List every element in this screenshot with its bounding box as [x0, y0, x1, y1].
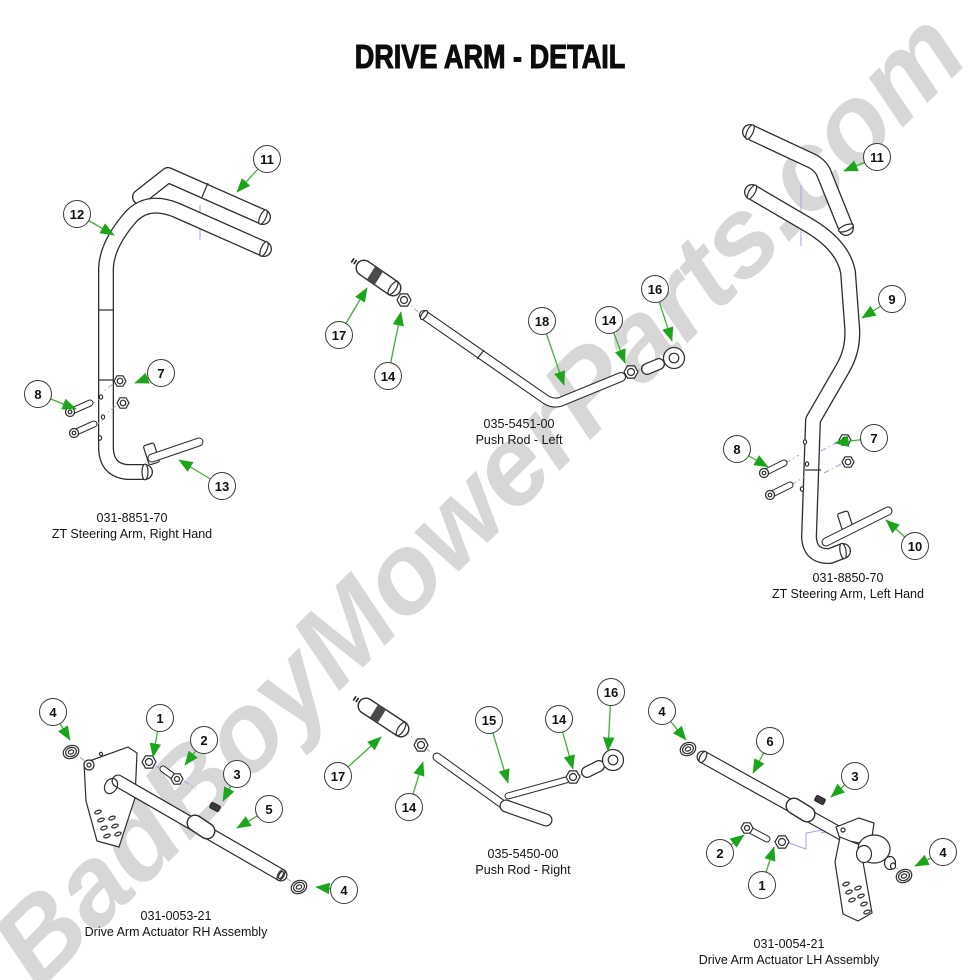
- callout-balloon-4: 4: [330, 876, 358, 904]
- callout-balloon-6: 6: [756, 727, 784, 755]
- callout-balloon-11: 11: [253, 145, 281, 173]
- callout-balloon-2: 2: [706, 839, 734, 867]
- callout-balloon-8: 8: [723, 435, 751, 463]
- callout-balloon-2: 2: [190, 726, 218, 754]
- callout-balloon-16: 16: [641, 275, 669, 303]
- part-number: 031-8851-70: [96, 511, 168, 525]
- part-label-push-rod-left: 035-5451-00 Push Rod - Left: [399, 416, 639, 448]
- callout-balloon-3: 3: [841, 762, 869, 790]
- callout-balloon-1: 1: [748, 871, 776, 899]
- zt-steering-arm-left-drawing: [742, 124, 893, 565]
- callout-balloon-14: 14: [395, 793, 423, 821]
- zt-steering-arm-right-drawing: [64, 167, 272, 481]
- part-number: 035-5450-00: [487, 847, 559, 861]
- callout-balloon-15: 15: [475, 706, 503, 734]
- drive-arm-actuator-rh-drawing: [62, 744, 308, 895]
- part-name: Drive Arm Actuator RH Assembly: [84, 925, 268, 939]
- callout-balloon-12: 12: [63, 200, 91, 228]
- part-label-steering-arm-rh: 031-8851-70 ZT Steering Arm, Right Hand: [12, 510, 252, 542]
- callout-balloon-14: 14: [374, 362, 402, 390]
- part-name: Push Rod - Right: [475, 863, 571, 877]
- callout-balloon-4: 4: [648, 697, 676, 725]
- part-name: ZT Steering Arm, Left Hand: [772, 587, 924, 601]
- part-name: Drive Arm Actuator LH Assembly: [698, 953, 880, 967]
- callout-balloon-17: 17: [324, 762, 352, 790]
- callout-balloon-5: 5: [255, 795, 283, 823]
- callout-balloon-13: 13: [208, 472, 236, 500]
- part-name: ZT Steering Arm, Right Hand: [51, 527, 213, 541]
- callout-balloon-14: 14: [545, 705, 573, 733]
- callout-balloon-7: 7: [860, 424, 888, 452]
- callout-balloon-10: 10: [901, 532, 929, 560]
- part-label-actuator-rh: 031-0053-21 Drive Arm Actuator RH Assemb…: [56, 908, 296, 940]
- part-label-push-rod-right: 035-5450-00 Push Rod - Right: [403, 846, 643, 878]
- part-number: 031-0054-21: [753, 937, 825, 951]
- callout-balloon-8: 8: [24, 380, 52, 408]
- part-number: 031-0053-21: [140, 909, 212, 923]
- part-number: 031-8850-70: [812, 571, 884, 585]
- callout-balloon-14: 14: [595, 306, 623, 334]
- push-rod-right-drawing: [352, 695, 625, 827]
- callout-balloon-7: 7: [147, 359, 175, 387]
- callout-balloon-18: 18: [528, 307, 556, 335]
- page-title: DRIVE ARM - DETAIL: [354, 38, 626, 76]
- callout-balloon-11: 11: [863, 143, 891, 171]
- callout-balloon-16: 16: [597, 678, 625, 706]
- callout-balloon-4: 4: [929, 838, 957, 866]
- part-name: Push Rod - Left: [475, 433, 563, 447]
- callout-balloon-1: 1: [146, 704, 174, 732]
- callout-balloon-4: 4: [39, 698, 67, 726]
- part-number: 035-5451-00: [483, 417, 555, 431]
- part-label-steering-arm-lh: 031-8850-70 ZT Steering Arm, Left Hand: [728, 570, 968, 602]
- callout-balloon-3: 3: [223, 760, 251, 788]
- callout-balloon-17: 17: [325, 321, 353, 349]
- drive-arm-actuator-lh-drawing: [679, 741, 913, 922]
- push-rod-left-drawing: [350, 257, 686, 408]
- part-label-actuator-lh: 031-0054-21 Drive Arm Actuator LH Assemb…: [669, 936, 909, 968]
- callout-balloon-9: 9: [878, 285, 906, 313]
